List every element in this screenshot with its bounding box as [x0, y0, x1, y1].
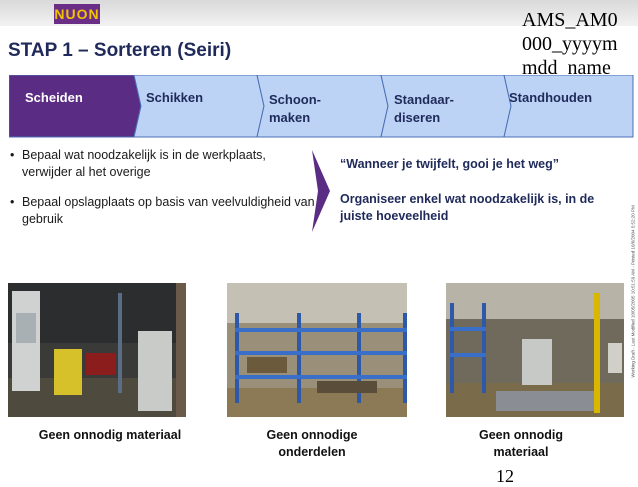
photo-caption-1: Geen onnodig materiaal	[38, 428, 182, 442]
bullet-item: Bepaal wat noodzakelijk is in de werkpla…	[10, 147, 315, 181]
document-id: AMS_AM0 000_yyyym mdd_name	[522, 9, 618, 79]
page-number: 12	[496, 466, 514, 486]
step-5-shape	[503, 74, 634, 138]
workshop-photo-3	[446, 283, 624, 417]
step-label-schoonmaken[interactable]: Schoon- maken	[269, 92, 321, 125]
photo-workshop-2	[227, 283, 407, 417]
step-label-scheiden[interactable]: Scheiden	[25, 90, 83, 105]
bullet-item: Bepaal opslagplaats op basis van veelvul…	[10, 194, 315, 228]
process-steps: Scheiden Schikken Schoon- maken Standaar…	[8, 74, 634, 138]
workshop-photo-2	[227, 283, 407, 417]
photo-caption-2: Geen onnodige onderdelen	[266, 428, 358, 459]
workshop-photo-1	[8, 283, 186, 417]
top-banner	[0, 0, 638, 26]
quote-text: “Wanneer je twijfelt, gooi je het weg”	[340, 157, 560, 171]
process-chevrons	[8, 74, 634, 138]
organize-note: Organiseer enkel wat noodzakelijk is, in…	[340, 192, 595, 223]
nuon-logo: NUON	[54, 4, 100, 24]
side-print-text: Working Draft - Last Modified 10/05/2005…	[630, 205, 636, 378]
step-label-schikken[interactable]: Schikken	[146, 90, 204, 105]
slide-title: STAP 1 – Sorteren (Seiri)	[8, 40, 232, 61]
step-label-standaardiseren[interactable]: Standaar- diseren	[394, 92, 454, 125]
chevron-divider-icon	[312, 150, 330, 232]
step-label-standhouden[interactable]: Standhouden	[509, 90, 593, 105]
photo-workshop-1	[8, 283, 186, 417]
bullet-list: Bepaal wat noodzakelijk is in de werkpla…	[10, 147, 315, 241]
photo-caption-3: Geen onnodig materiaal	[478, 428, 564, 459]
photo-workshop-3	[446, 283, 624, 417]
